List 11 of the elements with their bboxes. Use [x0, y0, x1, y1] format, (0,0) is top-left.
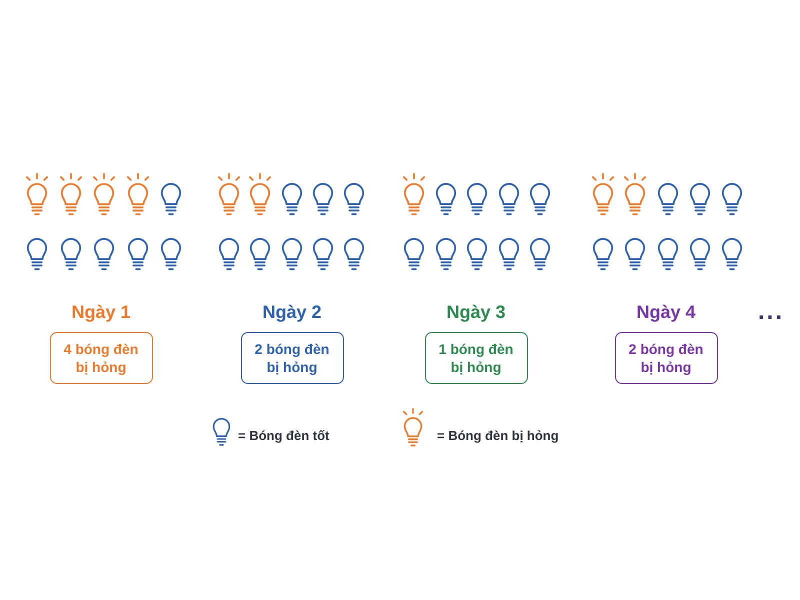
broken-count-text: 1 bóng đèn bị hỏng — [438, 340, 514, 376]
day-heading: Ngày 1 — [71, 301, 131, 324]
legend-label: = Bóng đèn tốt — [238, 427, 330, 445]
broken-count-text: 4 bóng đèn bị hỏng — [62, 340, 140, 376]
day-heading: Ngày 2 — [262, 301, 322, 324]
broken-count-text: 2 bóng đèn bị hỏng — [254, 340, 330, 376]
day-heading: Ngày 4 — [636, 301, 696, 324]
legend-label: = Bóng đèn bị hỏng — [437, 427, 559, 445]
broken-count-text: 2 bóng đèn bị hỏng — [628, 340, 704, 376]
continuation-dots: ... — [758, 300, 784, 324]
day-heading: Ngày 3 — [446, 301, 506, 324]
